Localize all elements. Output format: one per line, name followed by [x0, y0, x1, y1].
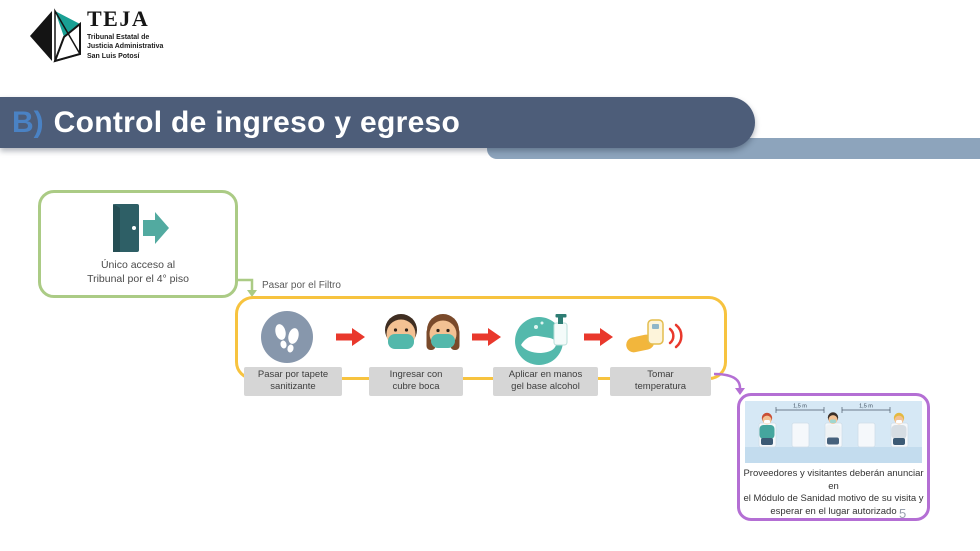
teja-logo-icon — [30, 8, 82, 63]
seated-person — [759, 412, 775, 445]
step-label-temperature: Tomar temperatura — [610, 367, 711, 396]
distance-markers — [775, 407, 891, 413]
logo-brand: TEJA — [87, 6, 150, 31]
gel-bottle — [553, 314, 568, 346]
arrow-right-icon — [472, 328, 501, 346]
page-number: 5 — [899, 506, 907, 521]
door-exit-icon — [113, 204, 169, 252]
teja-logo: TEJA Tribunal Estatal de Justicia Admini… — [28, 8, 163, 64]
step-label-sanitizing-mat: Pasar por tapete sanitizante — [244, 367, 342, 396]
seated-person — [825, 412, 841, 445]
distance-label: 1,5 m — [793, 404, 807, 410]
sanitizing-mat-footprints-icon — [261, 311, 313, 363]
header-bar: B) Control de ingreso y egreso — [0, 97, 755, 148]
logo-text-block: TEJA Tribunal Estatal de Justicia Admini… — [87, 8, 163, 61]
step-label-face-mask: Ingresar con cubre boca — [369, 367, 463, 396]
hand-gel-icon — [515, 314, 568, 365]
face-masks-icon — [385, 314, 460, 350]
green-connector-arrow — [238, 278, 257, 297]
waiting-room-illustration: 1,5 m 1,5 m — [745, 401, 922, 463]
distance-label: 1,5 m — [859, 404, 873, 410]
step-label-hand-gel: Aplicar en manos gel base alcohol — [493, 367, 598, 396]
header-prefix: B) — [12, 105, 44, 139]
purple-connector-arrow — [714, 372, 745, 395]
access-box-label: Único acceso al Tribunal por el 4° piso — [87, 259, 189, 286]
waiting-area-text: Proveedores y visitantes deberán anuncia… — [743, 468, 924, 517]
thermometer-scan-icon — [626, 319, 683, 353]
page-title: Control de ingreso y egreso — [53, 105, 461, 139]
arrow-right-icon — [336, 328, 365, 346]
seated-person — [891, 412, 907, 445]
logo-subtitle: Tribunal Estatal de Justicia Administrat… — [87, 34, 164, 60]
arrow-right-icon — [584, 328, 613, 346]
filter-label: Pasar por el Filtro — [262, 280, 341, 291]
